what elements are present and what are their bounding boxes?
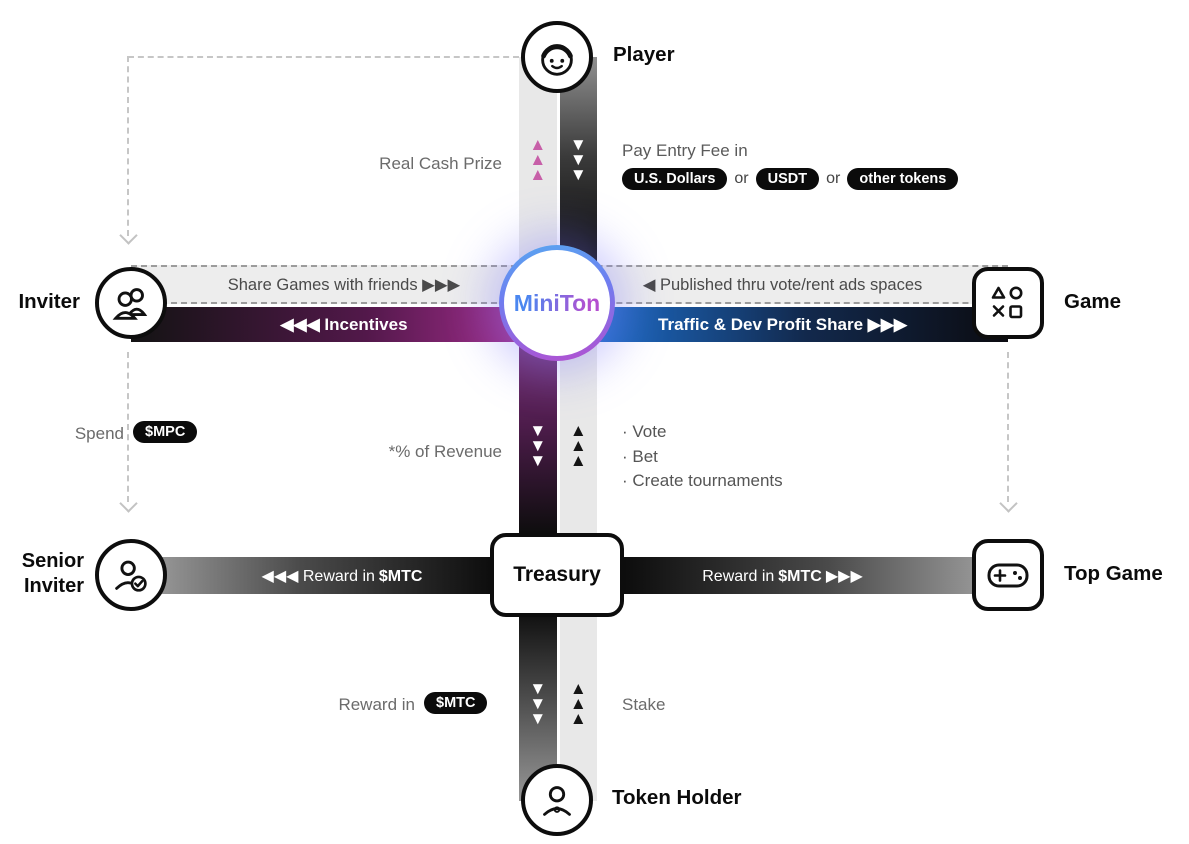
list-item: · Bet (622, 446, 658, 466)
treasury-node: Treasury (490, 533, 624, 617)
real-cash-prize-label: Real Cash Prize (379, 154, 502, 173)
token-holder-icon (543, 786, 571, 816)
dashed-connector-inviter-to-senior (127, 352, 129, 502)
lane-traffic-share: Traffic & Dev Profit Share ▶▶▶ (557, 307, 1008, 342)
miniton-label: MiniTon (513, 289, 601, 316)
published-label: ◀ Published thru vote/rent ads spaces (642, 275, 923, 294)
arrowhead-down-icon (119, 226, 138, 245)
dashed-connector-player-to-inviter (128, 56, 519, 58)
band-center-game: ◀ Published thru vote/rent ads spaces Tr… (557, 265, 1008, 342)
up-arrows-icon: ▲▲▲ (569, 421, 587, 470)
senior-inviter-icon (115, 560, 147, 592)
band-inviter-center: Share Games with friends ▶▶▶ ◀◀◀ Incenti… (131, 265, 557, 342)
senior-inviter-node (95, 539, 167, 611)
traffic-share-label: Traffic & Dev Profit Share ▶▶▶ (658, 314, 907, 334)
inviter-node (95, 267, 167, 339)
down-arrows-icon: ▼▼▼ (569, 135, 587, 184)
list-item: · Create tournaments (622, 471, 783, 490)
pay-entry-fee-block: Pay Entry Fee in U.S. Dollars or USDT or… (622, 141, 959, 190)
game-label: Game (1064, 290, 1121, 313)
usd-badge: U.S. Dollars (622, 168, 728, 190)
inviter-label: Inviter (18, 290, 80, 313)
revenue-label: *% of Revenue (388, 442, 502, 461)
game-symbols-icon (991, 286, 1023, 319)
reward-senior-label: ◀◀◀ Reward in$MTC (261, 567, 423, 585)
lane-reward-senior: ◀◀◀ Reward in$MTC (131, 557, 557, 594)
treasury-label: Treasury (513, 563, 601, 586)
lane-published: ◀ Published thru vote/rent ads spaces (557, 265, 1008, 304)
lane-incentives: ◀◀◀ Incentives (131, 307, 557, 342)
miniton-inner-circle: MiniTon (504, 250, 610, 356)
token-holder-label: Token Holder (612, 786, 742, 809)
list-item: · Vote (622, 422, 667, 441)
game-node (972, 267, 1044, 339)
usdt-badge: USDT (755, 168, 820, 190)
mtc-badge: $MTC (424, 692, 488, 714)
incentives-label: ◀◀◀ Incentives (280, 314, 408, 334)
player-label: Player (613, 43, 675, 66)
up-arrows-icon: ▲▲▲ (569, 679, 587, 728)
player-icon (541, 44, 573, 76)
lane-share-games: Share Games with friends ▶▶▶ (131, 265, 557, 304)
arrowhead-down-icon (999, 494, 1018, 513)
gamepad-icon (987, 563, 1029, 588)
token-holder-node (521, 764, 593, 836)
dashed-connector-game-to-topgame (1007, 352, 1009, 502)
inviter-icon (112, 288, 148, 320)
mpc-badge: $MPC (133, 421, 198, 443)
band-treasury-topgame: Reward in$MTC▶▶▶ (557, 557, 1008, 594)
spend-label: Spend (74, 424, 124, 443)
other-tokens-badge: other tokens (847, 168, 959, 190)
down-arrows-icon: ▼▼▼ (529, 421, 547, 470)
arrowhead-down-icon (119, 494, 138, 513)
treasury-actions-list: · Vote · Bet · Create tournaments (622, 420, 783, 494)
pay-entry-fee-label: Pay Entry Fee in (622, 141, 748, 160)
band-treasury-senior: ◀◀◀ Reward in$MTC (131, 557, 557, 594)
entry-fee-tokens-row: U.S. Dollars or USDT or other tokens (622, 168, 959, 190)
share-games-label: Share Games with friends ▶▶▶ (227, 275, 461, 294)
top-game-label: Top Game (1064, 562, 1163, 585)
reward-topgame-label: Reward in$MTC▶▶▶ (702, 567, 863, 585)
lane-reward-topgame: Reward in$MTC▶▶▶ (557, 557, 1008, 594)
stake-label: Stake (622, 695, 666, 714)
dashed-connector-down-to-inviter (127, 56, 129, 236)
or-text: or (734, 170, 749, 187)
or-text: or (826, 170, 841, 187)
reward-in-label: Reward in (338, 695, 415, 714)
top-game-node (972, 539, 1044, 611)
senior-inviter-label: Senior Inviter (21, 550, 84, 597)
miniton-center-node: MiniTon (499, 245, 615, 361)
player-node (521, 21, 593, 93)
down-arrows-icon: ▼▼▼ (529, 679, 547, 728)
up-arrows-icon: ▲▲▲ (529, 135, 547, 184)
